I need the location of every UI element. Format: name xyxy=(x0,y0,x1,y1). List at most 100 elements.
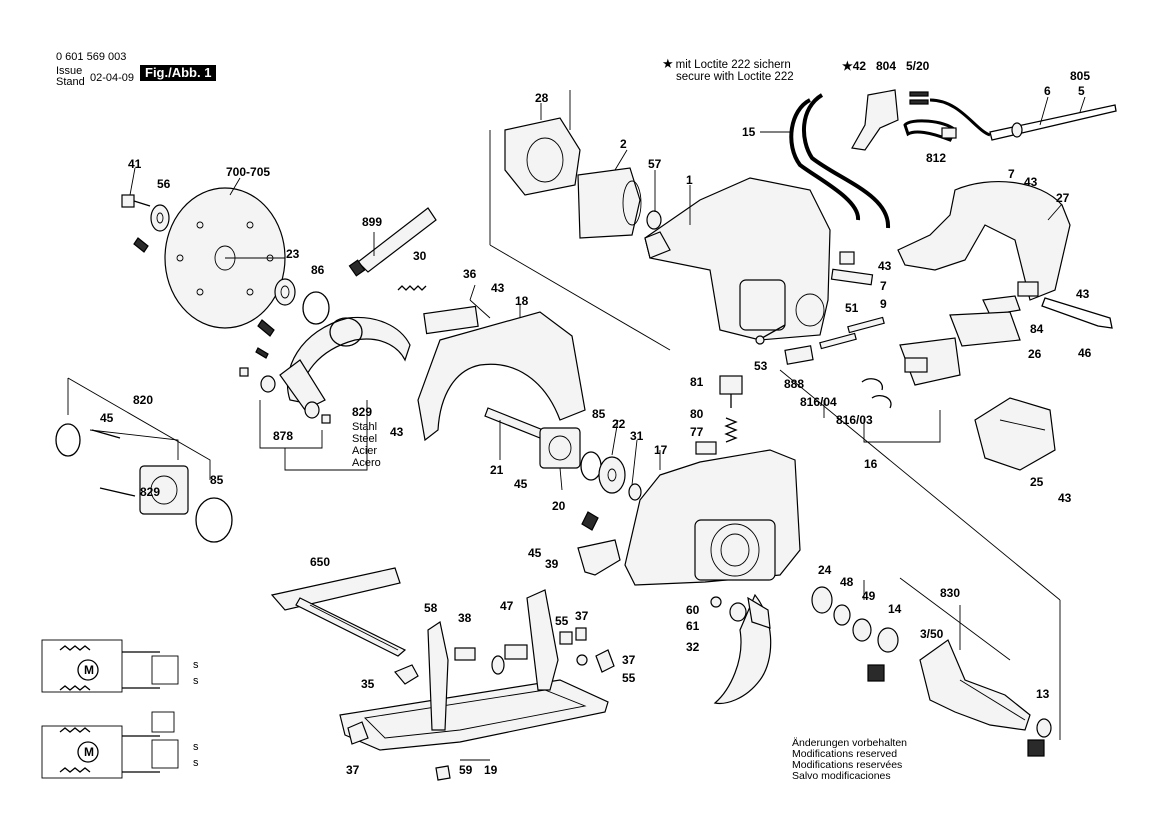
part-number-23: 23 xyxy=(286,247,300,261)
issue-date: 02-04-09 xyxy=(90,72,135,84)
part-number-48: 48 xyxy=(840,575,854,589)
part-number-47: 47 xyxy=(500,599,514,613)
part-number-57: 57 xyxy=(648,157,662,171)
part-number-25: 25 xyxy=(1030,475,1044,489)
switch-804 xyxy=(851,89,929,151)
cable-805 xyxy=(929,98,1117,141)
field-cage-28 xyxy=(504,117,581,196)
part-number-829b: 829 xyxy=(352,405,372,419)
switch-symbol-2: s xyxy=(193,675,199,687)
part-number-878: 878 xyxy=(273,429,293,443)
spring-80 xyxy=(724,417,738,443)
part-number-16: 16 xyxy=(864,457,878,471)
material-label-de: Stahl xyxy=(352,421,377,433)
part-number-26: 26 xyxy=(1028,347,1042,361)
part-number-820: 820 xyxy=(133,393,153,407)
disclaimer: Änderungen vorbehalten Modifications res… xyxy=(792,738,907,782)
parts-878 xyxy=(239,347,331,424)
part-number-15: 15 xyxy=(742,125,756,139)
wiring-schematic-1 xyxy=(41,639,179,693)
disclaimer-de: Änderungen vorbehalten xyxy=(792,737,908,749)
wiring-schematic-2 xyxy=(41,711,179,779)
armature-830 xyxy=(811,586,1052,757)
issue-label-de: Stand xyxy=(56,76,85,88)
part-number-9: 9 xyxy=(880,297,887,311)
screw-60-washer-61 xyxy=(710,596,747,622)
part-number-899: 899 xyxy=(362,215,382,229)
part-number-53: 53 xyxy=(754,359,768,373)
part-number-17: 17 xyxy=(654,443,668,457)
cover-84 xyxy=(982,295,1021,316)
screw-53 xyxy=(755,324,786,345)
parallel-guide-650 xyxy=(270,567,407,657)
flange-23 xyxy=(257,278,296,337)
grease-tube-899 xyxy=(348,207,437,277)
part-number-20: 20 xyxy=(552,499,566,513)
part-number-3-50: 3/50 xyxy=(920,627,944,641)
knob-35 xyxy=(394,664,419,685)
issue-label: Issue Stand xyxy=(56,66,85,88)
part-number-45a: 45 xyxy=(100,411,114,425)
flange-820 xyxy=(55,423,233,543)
cables-15 xyxy=(789,93,891,229)
part-number-27: 27 xyxy=(1056,191,1070,205)
part-number-37a: 37 xyxy=(575,609,589,623)
part-number-5-20: 5/20 xyxy=(906,59,930,73)
plunger-81 xyxy=(719,375,743,408)
part-number-86: 86 xyxy=(311,263,325,277)
part-number-805: 805 xyxy=(1070,69,1090,83)
callout-lines xyxy=(67,96,1086,761)
bolt-41 xyxy=(121,194,151,208)
part-number-28: 28 xyxy=(535,91,549,105)
document-number: 0 601 569 003 xyxy=(56,51,127,63)
part-number-812: 812 xyxy=(926,151,946,165)
part-number-829a: 829 xyxy=(140,485,160,499)
part-number-37c: 37 xyxy=(346,763,360,777)
saw-blade xyxy=(164,187,286,329)
handle-27 xyxy=(897,181,1071,301)
part-number-35: 35 xyxy=(361,677,375,691)
part-number-85a: 85 xyxy=(210,473,224,487)
motor-symbol-2: M xyxy=(84,745,94,759)
bearing-57 xyxy=(646,210,662,230)
disclaimer-es: Salvo modificaciones xyxy=(792,770,891,782)
switch-symbol-4: s xyxy=(193,757,199,769)
part-number-60: 60 xyxy=(686,603,700,617)
ring-86 xyxy=(302,291,330,325)
material-label-fr: Acier xyxy=(352,445,377,457)
part-number-49: 49 xyxy=(862,589,876,603)
brushes-51 xyxy=(819,316,885,350)
disclaimer-en: Modifications reserved xyxy=(792,748,898,760)
part-number-58: 58 xyxy=(424,601,438,615)
part-number-46: 46 xyxy=(1078,346,1092,360)
part-number-37b: 37 xyxy=(622,653,636,667)
riving-knife-32 xyxy=(713,593,772,705)
part-number-43b: 43 xyxy=(491,281,505,295)
loctite-note-de: mit Loctite 222 sichern xyxy=(675,59,791,71)
part-number-7a: 7 xyxy=(1008,167,1015,181)
part-number-55a: 55 xyxy=(555,614,569,628)
plate-26 xyxy=(949,311,1021,347)
part-number-77: 77 xyxy=(690,425,704,439)
spring-30 xyxy=(397,285,427,291)
knob-37c xyxy=(347,721,369,745)
part-number-61: 61 xyxy=(686,619,700,633)
shaft-21 xyxy=(484,407,549,441)
part-number-18: 18 xyxy=(515,294,529,308)
part-number-30: 30 xyxy=(413,249,427,263)
part-number-7b: 7 xyxy=(880,279,887,293)
motor-housing-1 xyxy=(644,177,831,341)
part-number-24: 24 xyxy=(818,563,832,577)
part-number-45c: 45 xyxy=(528,546,542,560)
gear-22 xyxy=(581,456,642,531)
bearing-flange-20 xyxy=(539,427,581,469)
part-number-31: 31 xyxy=(630,429,644,443)
part-number-1: 1 xyxy=(686,173,693,187)
part-number-888: 888 xyxy=(784,377,804,391)
labels-7-9 xyxy=(830,251,874,286)
screw-59 xyxy=(435,765,451,781)
part-number-650: 650 xyxy=(310,555,330,569)
part-number-41: 41 xyxy=(128,157,142,171)
knobs-37-55 xyxy=(559,627,615,673)
